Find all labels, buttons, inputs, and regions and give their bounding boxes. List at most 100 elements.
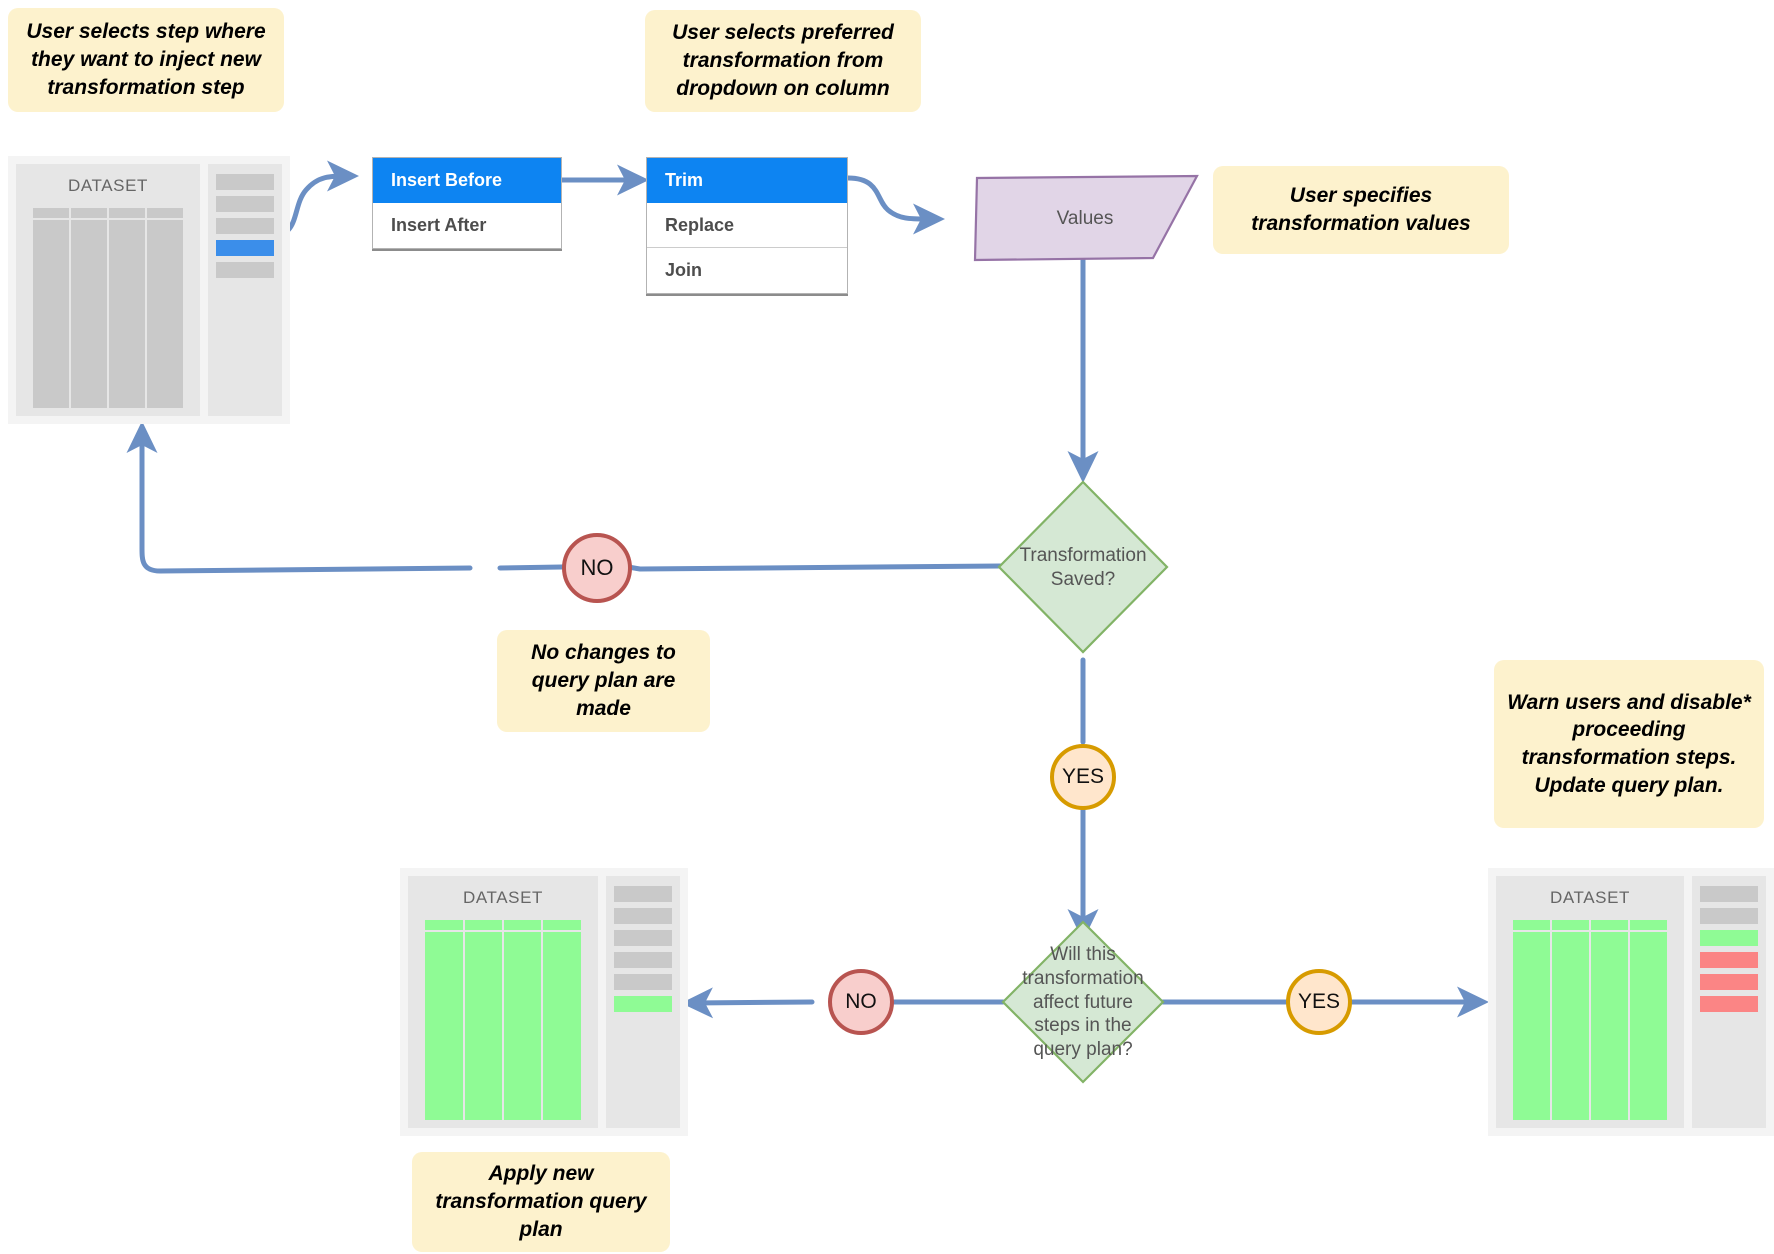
note-select-step-text: User selects step where they want to inj… — [26, 20, 266, 99]
table-column — [70, 208, 107, 408]
table-column — [464, 920, 502, 1120]
table-column — [1512, 920, 1550, 1120]
menu-item-trim[interactable]: Trim — [647, 158, 847, 203]
decision-future-label: Will this transformation affect future s… — [1019, 940, 1147, 1065]
dataset-panel-source[interactable]: DATASET — [8, 156, 290, 424]
column-body — [1591, 932, 1629, 1120]
dataset-panel-applied[interactable]: DATASET — [400, 868, 688, 1136]
column-body — [1512, 932, 1550, 1120]
badge-no-bottom-text: NO — [845, 990, 877, 1013]
step-item[interactable] — [614, 886, 672, 902]
step-item-new[interactable] — [1700, 930, 1758, 946]
dataset-panel-warned[interactable]: DATASET — [1488, 868, 1774, 1136]
column-header — [425, 920, 463, 930]
column-body — [425, 932, 463, 1120]
dataset-warned-table — [1512, 920, 1668, 1128]
step-item[interactable] — [614, 930, 672, 946]
note-no-changes-text: No changes to query plan are made — [531, 641, 676, 720]
decision-future-steps-diamond — [1001, 920, 1165, 1084]
dataset-applied-steps-list[interactable] — [606, 876, 680, 1128]
column-header — [109, 208, 146, 218]
column-body — [1551, 932, 1590, 1120]
column-header — [1551, 920, 1590, 930]
menu-item-insert-before[interactable]: Insert Before — [373, 158, 561, 203]
column-body — [70, 220, 107, 408]
column-header — [464, 920, 502, 930]
dataset-applied-title: DATASET — [462, 888, 544, 907]
step-item[interactable] — [216, 262, 274, 278]
note-warn-users-text: Warn users and disable* proceeding trans… — [1507, 690, 1751, 797]
decision-saved-label: Transformation Saved? — [993, 538, 1173, 598]
step-item-new[interactable] — [614, 996, 672, 1012]
dataset-applied-table-area: DATASET — [408, 876, 598, 1128]
badge-no-bottom: NO — [828, 986, 894, 1018]
badge-no-top: NO — [564, 551, 630, 585]
note-select-transformation: User selects preferred transformation fr… — [645, 10, 921, 112]
column-header — [32, 208, 69, 218]
column-header — [70, 208, 107, 218]
table-column — [504, 920, 542, 1120]
badge-no-bottom-circle — [828, 969, 894, 1035]
dataset-source-table-area: DATASET — [16, 164, 200, 416]
step-item[interactable] — [216, 218, 274, 234]
note-apply-plan: Apply new transformation query plan — [412, 1152, 670, 1252]
dataset-applied-table — [425, 920, 581, 1128]
step-item-selected[interactable] — [216, 240, 274, 256]
step-item-disabled[interactable] — [1700, 952, 1758, 968]
step-item[interactable] — [614, 974, 672, 990]
insert-position-menu[interactable]: Insert Before Insert After — [372, 157, 562, 249]
dataset-warned-steps-list[interactable] — [1692, 876, 1766, 1128]
transformation-menu[interactable]: Trim Replace Join — [646, 157, 848, 294]
menu-item-replace[interactable]: Replace — [647, 203, 847, 248]
badge-yes-middle-circle — [1050, 744, 1116, 810]
table-column — [1551, 920, 1590, 1120]
step-item[interactable] — [614, 952, 672, 968]
column-body — [464, 932, 502, 1120]
table-column — [1591, 920, 1629, 1120]
table-column — [1630, 920, 1668, 1120]
decision-saved-label-text: Transformation Saved? — [1019, 545, 1147, 590]
step-item[interactable] — [216, 174, 274, 190]
dataset-source-table — [32, 208, 184, 416]
column-body — [504, 932, 542, 1120]
dataset-warned-table-area: DATASET — [1496, 876, 1684, 1128]
menu-item-insert-after[interactable]: Insert After — [373, 203, 561, 248]
decision-future-label-text: Will this transformation affect future s… — [1022, 943, 1144, 1061]
column-body — [1630, 932, 1668, 1120]
step-item[interactable] — [216, 196, 274, 212]
values-label-text: Values — [1056, 208, 1114, 229]
dataset-source-steps-list[interactable] — [208, 164, 282, 416]
column-header — [1512, 920, 1550, 930]
note-specify-values-text: User specifies transformation values — [1251, 184, 1471, 235]
column-body — [32, 220, 69, 408]
dataset-source-title: DATASET — [67, 176, 149, 195]
values-label: Values — [1000, 200, 1170, 238]
badge-yes-bottom: YES — [1286, 986, 1352, 1018]
step-item[interactable] — [1700, 886, 1758, 902]
table-column — [543, 920, 581, 1120]
step-item[interactable] — [614, 908, 672, 924]
column-header — [504, 920, 542, 930]
step-item-disabled[interactable] — [1700, 974, 1758, 990]
badge-yes-middle: YES — [1050, 761, 1116, 793]
column-body — [109, 220, 146, 408]
note-no-changes: No changes to query plan are made — [497, 630, 710, 732]
column-header — [1630, 920, 1668, 930]
note-select-transformation-text: User selects preferred transformation fr… — [672, 21, 894, 100]
column-header — [543, 920, 581, 930]
step-item[interactable] — [1700, 908, 1758, 924]
note-specify-values: User specifies transformation values — [1213, 166, 1509, 254]
badge-no-top-circle — [562, 533, 632, 603]
dataset-warned-title: DATASET — [1549, 888, 1631, 907]
decision-saved-diamond — [997, 480, 1169, 654]
badge-yes-middle-text: YES — [1061, 765, 1105, 788]
column-body — [543, 932, 581, 1120]
table-column — [109, 208, 146, 408]
step-item-disabled[interactable] — [1700, 996, 1758, 1012]
table-column — [32, 208, 69, 408]
menu-item-join[interactable]: Join — [647, 248, 847, 293]
values-parallelogram — [973, 174, 1199, 262]
badge-yes-bottom-text: YES — [1297, 990, 1341, 1013]
note-warn-users: Warn users and disable* proceeding trans… — [1494, 660, 1764, 828]
